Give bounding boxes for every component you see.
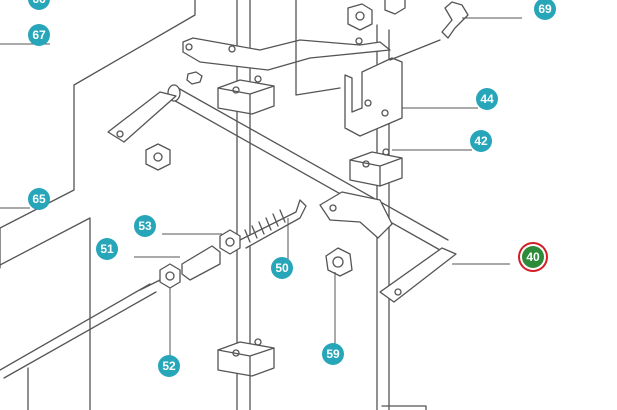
- top-nut: [347, 3, 373, 31]
- shaft-mid-bracket: [319, 191, 393, 239]
- clamp-block-42: [349, 151, 403, 187]
- callout-42[interactable]: 42: [470, 130, 492, 152]
- callout-52[interactable]: 52: [158, 355, 180, 377]
- nut-59: [325, 247, 353, 277]
- spring-53: [244, 209, 286, 243]
- nut-left: [145, 143, 171, 171]
- callout-53[interactable]: 53: [134, 215, 156, 237]
- frame-lower-plate: [381, 405, 427, 410]
- shaft-tube: [169, 87, 449, 251]
- nut-52: [159, 263, 181, 289]
- callout-65[interactable]: 65: [28, 188, 50, 210]
- clamp-block-upper: [217, 79, 275, 115]
- callout-69[interactable]: 69: [534, 0, 556, 20]
- rod-52: [0, 283, 157, 379]
- callout-50[interactable]: 50: [271, 257, 293, 279]
- shaft-left-arm: [107, 91, 177, 143]
- callout-51[interactable]: 51: [96, 238, 118, 260]
- callout-40-selected[interactable]: 40: [522, 246, 544, 268]
- sleeve-51: [181, 245, 221, 281]
- clamp-block-lower: [217, 341, 275, 377]
- top-bracket: [182, 37, 391, 71]
- callout-66[interactable]: 66: [28, 0, 50, 10]
- callout-59[interactable]: 59: [322, 343, 344, 365]
- bracket-44: [344, 57, 403, 137]
- nut-53: [219, 229, 241, 255]
- callout-44[interactable]: 44: [476, 88, 498, 110]
- frame-panel-outline: [0, 0, 196, 269]
- clip-69: [441, 1, 469, 39]
- frame-panel-edge: [0, 217, 91, 410]
- shaft-right-arm: [379, 247, 457, 303]
- callout-67[interactable]: 67: [28, 24, 50, 46]
